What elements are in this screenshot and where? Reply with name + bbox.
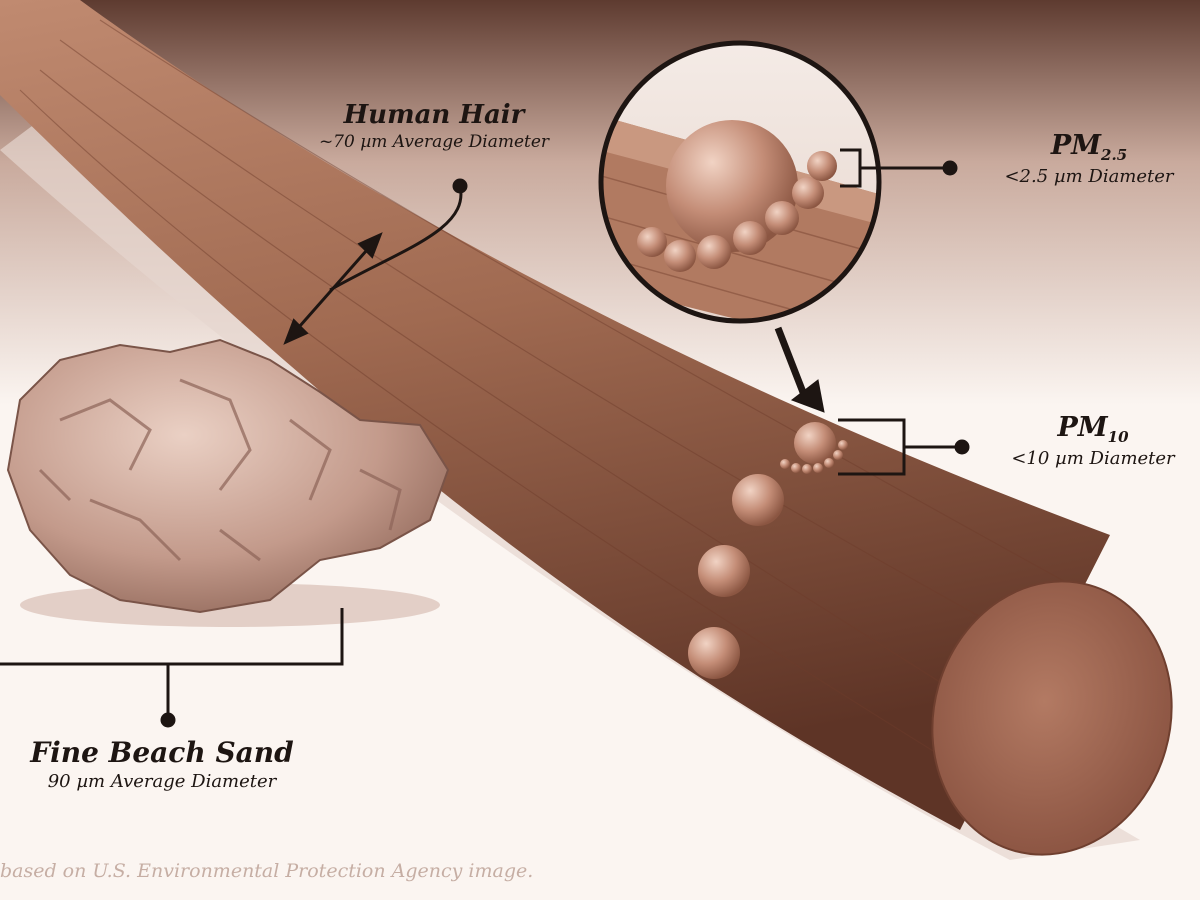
hair-subtitle: ~70 µm Average Diameter [318, 132, 550, 152]
magnified-inset [598, 40, 882, 324]
hair-label: Human Hair ~70 µm Average Diameter [284, 100, 584, 152]
sand-subtitle: 90 µm Average Diameter [47, 771, 277, 792]
pm10-title-subscript: 10 [1107, 428, 1129, 446]
pm10-bracket [838, 418, 970, 476]
pm25-title: PM [1050, 130, 1102, 161]
zoom-arrow [774, 326, 825, 413]
hair-cross-section [931, 580, 1173, 856]
pm25-label: PM2.5 <2.5 µm Diameter [980, 130, 1198, 187]
pm25-bracket [840, 148, 958, 188]
hair-title: Human Hair [343, 100, 525, 130]
hair-diameter-arrow [283, 178, 468, 345]
sand-bracket [0, 608, 344, 728]
pm10-particle-magnified [666, 120, 798, 252]
pm10-label: PM10 <10 µm Diameter [986, 412, 1200, 469]
sand-label: Fine Beach Sand 90 µm Average Diameter [12, 736, 312, 792]
pm25-subtitle: <2.5 µm Diameter [1004, 166, 1174, 187]
sand-title: Fine Beach Sand [30, 736, 294, 769]
pm25-title-subscript: 2.5 [1101, 146, 1128, 164]
pm25-particle-magnified [807, 151, 837, 181]
pm10-subtitle: <10 µm Diameter [1011, 448, 1175, 469]
sand-grain [6, 338, 450, 627]
pm10-title: PM [1057, 412, 1108, 443]
pm10-particle-cluster [688, 422, 848, 679]
image-credit: based on U.S. Environmental Protection A… [0, 860, 534, 882]
